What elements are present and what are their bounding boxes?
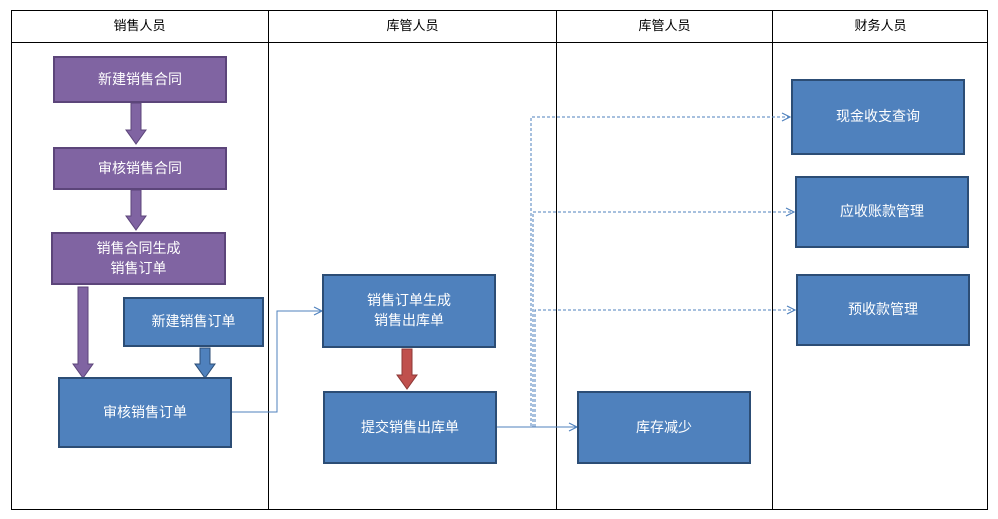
block-arrow-contract-to-review	[125, 102, 147, 145]
connector-to-prepayment	[534, 310, 795, 427]
node-receivable-management[interactable]: 应收账款管理	[795, 176, 969, 248]
block-arrow-outbound-to-submit	[396, 348, 418, 390]
block-arrow-new-order-to-review-order	[194, 347, 216, 379]
node-new-sales-contract[interactable]: 新建销售合同	[53, 56, 227, 103]
block-arrow-generate-to-review-order	[72, 286, 94, 379]
node-order-generate-outbound[interactable]: 销售订单生成 销售出库单	[322, 274, 496, 348]
lane-divider-1	[268, 10, 269, 510]
node-review-sales-contract[interactable]: 审核销售合同	[53, 147, 227, 190]
swimlane-frame	[11, 10, 988, 510]
lane-header-warehouse-1: 库管人员	[386, 19, 439, 34]
node-new-sales-order[interactable]: 新建销售订单	[123, 297, 264, 347]
lane-divider-2	[556, 10, 557, 510]
node-cash-query[interactable]: 现金收支查询	[791, 79, 965, 155]
node-contract-generate-order[interactable]: 销售合同生成 销售订单	[51, 232, 226, 285]
connector-review-order-to-outbound	[232, 311, 322, 413]
node-review-sales-order[interactable]: 审核销售订单	[58, 377, 232, 448]
block-arrow-review-to-generate	[125, 189, 147, 231]
connector-to-cash-query	[497, 117, 790, 428]
lane-header-sales: 销售人员	[113, 19, 166, 34]
lane-header-finance: 财务人员	[854, 19, 907, 34]
node-inventory-decrease[interactable]: 库存减少	[577, 391, 751, 464]
lane-divider-3	[772, 10, 773, 510]
header-divider	[11, 42, 988, 43]
node-submit-outbound[interactable]: 提交销售出库单	[323, 391, 497, 464]
connector-to-receivable	[532, 212, 794, 427]
lane-header-warehouse-2: 库管人员	[638, 19, 691, 34]
node-prepayment-management[interactable]: 预收款管理	[796, 274, 970, 346]
